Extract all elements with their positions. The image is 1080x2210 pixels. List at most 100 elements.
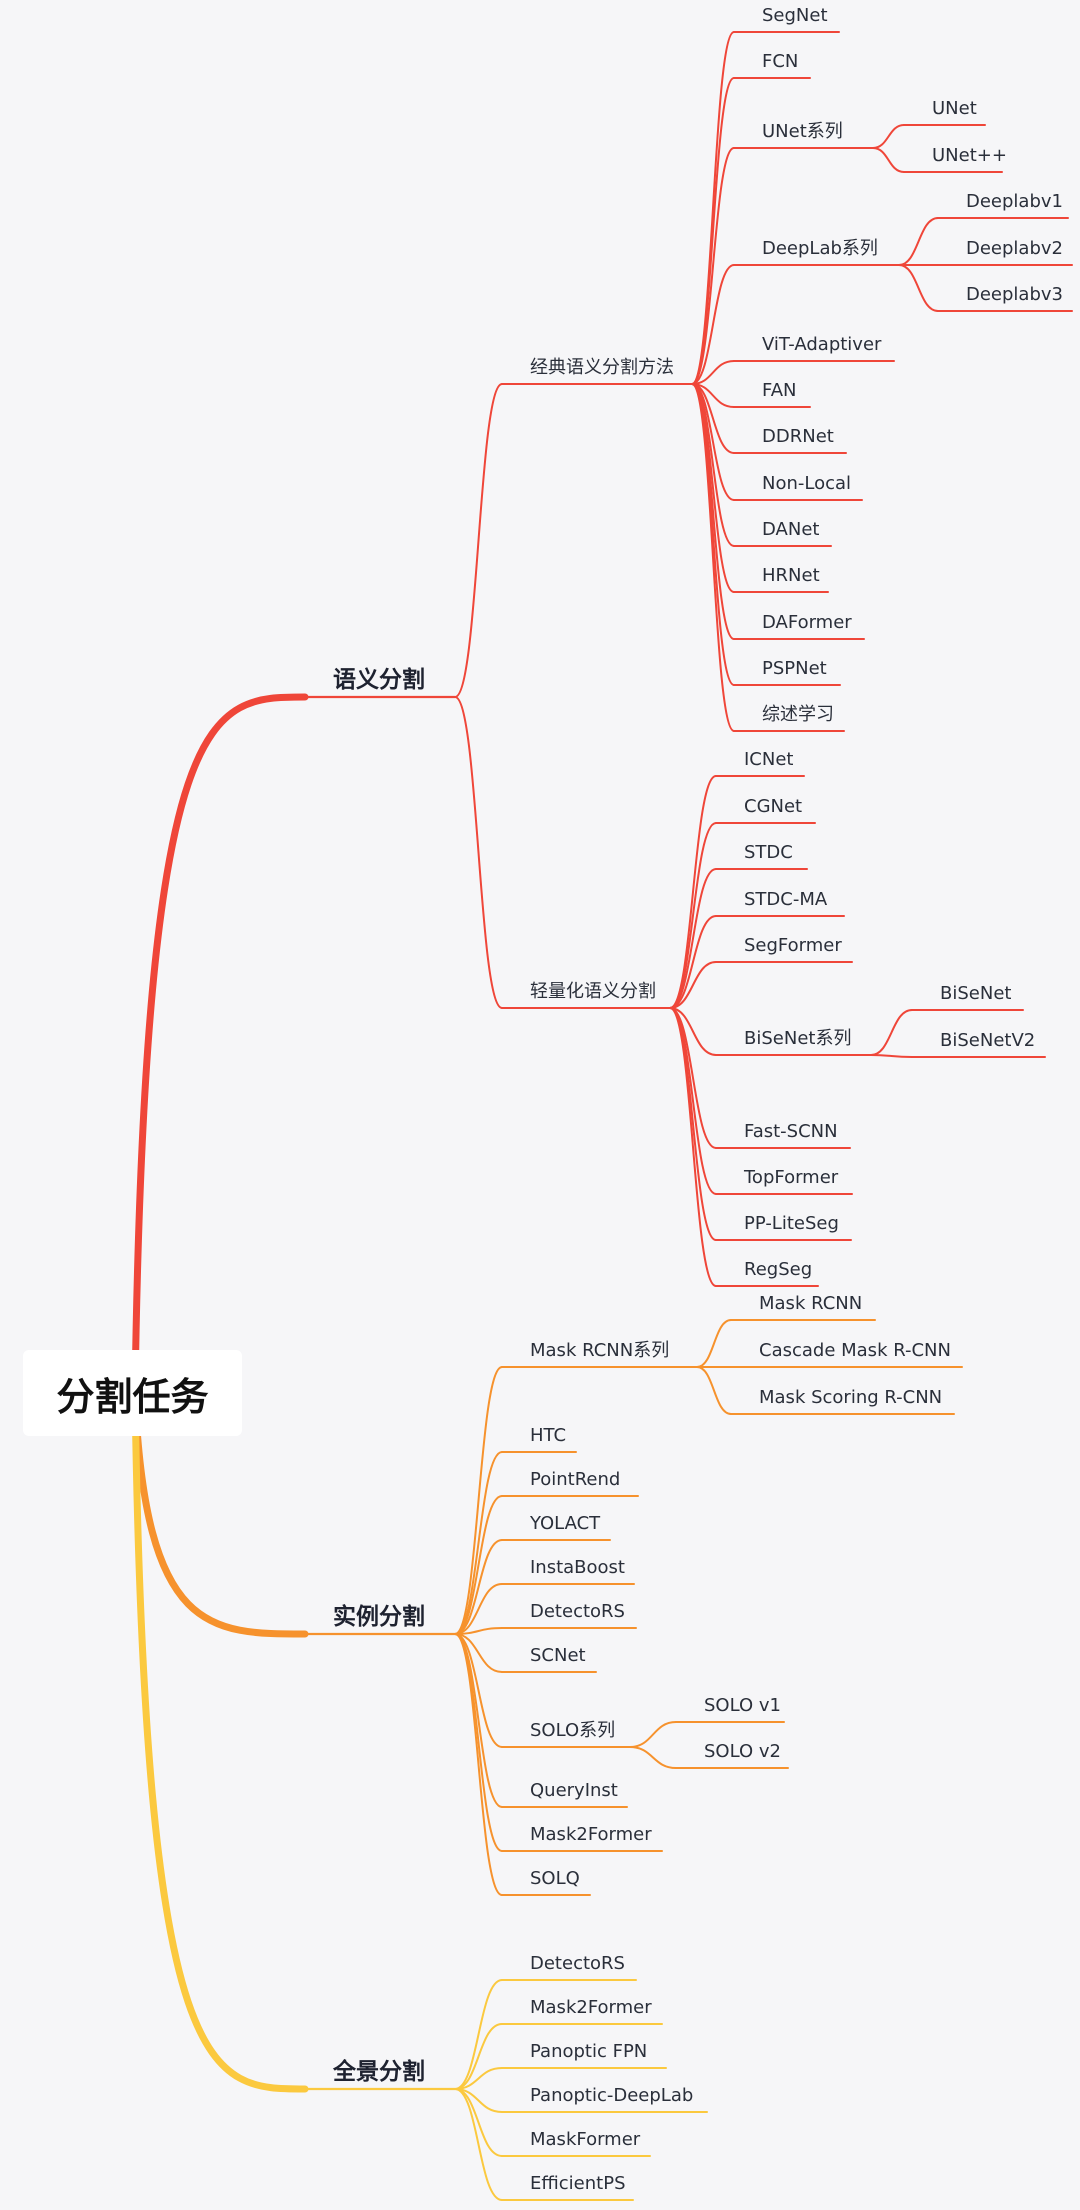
node-semantic-0-9[interactable]: HRNet xyxy=(762,565,820,586)
node-instance-8-connector xyxy=(454,1633,503,1808)
node-semantic-1[interactable]: 轻量化语义分割 xyxy=(530,981,656,1002)
branch-instance[interactable]: 实例分割 xyxy=(333,1604,425,1630)
node-panoptic-1-connector xyxy=(454,2023,503,2090)
node-instance-5[interactable]: DetectoRS xyxy=(530,1601,625,1622)
node-semantic-1-7-connector xyxy=(669,1007,717,1195)
node-semantic-1-3[interactable]: STDC-MA xyxy=(744,889,828,910)
node-instance-9[interactable]: Mask2Former xyxy=(530,1824,652,1845)
node-semantic-0-12-connector xyxy=(691,383,735,732)
node-semantic-0-4[interactable]: ViT-Adaptiver xyxy=(762,334,882,355)
node-semantic-0-2-1-connector xyxy=(872,147,905,173)
node-semantic-0-0-connector xyxy=(691,31,735,385)
node-instance-7[interactable]: SOLO系列 xyxy=(530,1720,616,1741)
node-semantic-1-5[interactable]: BiSeNet系列 xyxy=(744,1028,852,1049)
node-panoptic-3[interactable]: Panoptic-DeepLab xyxy=(530,2085,694,2106)
node-semantic-1-7[interactable]: TopFormer xyxy=(744,1167,839,1188)
node-instance-7-connector xyxy=(454,1633,503,1748)
node-instance-7-0[interactable]: SOLO v1 xyxy=(704,1695,781,1716)
node-instance-8[interactable]: QueryInst xyxy=(530,1780,618,1801)
node-instance-6-connector xyxy=(454,1633,503,1673)
node-instance-0-connector xyxy=(454,1366,503,1635)
node-semantic-1-5-1[interactable]: BiSeNetV2 xyxy=(940,1030,1036,1051)
node-instance-7-0-connector xyxy=(629,1721,677,1748)
node-instance-10-connector xyxy=(454,1633,503,1896)
branch-panoptic-connector xyxy=(131,1389,309,2093)
node-semantic-0-2-0-connector xyxy=(872,124,905,149)
node-semantic-1-5-1-connector xyxy=(870,1054,913,1058)
node-semantic-1-9[interactable]: RegSeg xyxy=(744,1259,813,1280)
node-semantic-1-2[interactable]: STDC xyxy=(744,842,793,863)
node-semantic-0-8[interactable]: DANet xyxy=(762,519,820,540)
node-panoptic-4[interactable]: MaskFormer xyxy=(530,2129,641,2150)
node-semantic-0-3-1[interactable]: Deeplabv2 xyxy=(966,238,1063,259)
node-instance-2-connector xyxy=(454,1495,503,1635)
node-semantic-1-2-connector xyxy=(669,868,717,1009)
node-semantic-1-8-connector xyxy=(669,1007,717,1241)
node-semantic-1-8[interactable]: PP-LiteSeg xyxy=(744,1213,839,1234)
node-panoptic-0-connector xyxy=(454,1979,503,2090)
node-semantic-0[interactable]: 经典语义分割方法 xyxy=(530,357,674,378)
node-semantic-0-3-2[interactable]: Deeplabv3 xyxy=(966,284,1063,305)
node-semantic-0-2-0[interactable]: UNet xyxy=(932,98,977,119)
node-semantic-0-11-connector xyxy=(691,383,735,686)
node-panoptic-0[interactable]: DetectoRS xyxy=(530,1953,625,1974)
node-instance-0-2[interactable]: Mask Scoring R-CNN xyxy=(759,1387,943,1408)
node-instance-3[interactable]: YOLACT xyxy=(530,1513,601,1534)
node-semantic-1-6[interactable]: Fast-SCNN xyxy=(744,1121,838,1142)
node-instance-0-0[interactable]: Mask RCNN xyxy=(759,1293,863,1314)
node-semantic-0-7[interactable]: Non-Local xyxy=(762,473,852,494)
node-semantic-0-connector xyxy=(454,383,503,698)
node-semantic-0-0[interactable]: SegNet xyxy=(762,5,828,26)
root-node-label: 分割任务 xyxy=(56,1374,209,1419)
node-instance-1[interactable]: HTC xyxy=(530,1425,567,1446)
node-instance-4-connector xyxy=(454,1583,503,1635)
node-semantic-0-2-connector xyxy=(691,147,735,385)
node-instance-4[interactable]: InstaBoost xyxy=(530,1557,625,1578)
node-instance-0[interactable]: Mask RCNN系列 xyxy=(530,1340,670,1361)
node-semantic-0-3-0-connector xyxy=(898,217,939,266)
node-instance-6[interactable]: SCNet xyxy=(530,1645,586,1666)
node-semantic-1-1[interactable]: CGNet xyxy=(744,796,803,817)
node-semantic-0-10[interactable]: DAFormer xyxy=(762,612,852,633)
node-semantic-1-3-connector xyxy=(669,915,717,1009)
branch-semantic-connector xyxy=(131,693,309,1397)
node-instance-0-2-connector xyxy=(696,1366,732,1415)
node-semantic-0-5[interactable]: FAN xyxy=(762,380,797,401)
node-instance-0-1[interactable]: Cascade Mask R-CNN xyxy=(759,1340,951,1361)
node-instance-2[interactable]: PointRend xyxy=(530,1469,621,1490)
node-instance-0-0-connector xyxy=(696,1319,732,1368)
node-semantic-1-4[interactable]: SegFormer xyxy=(744,935,842,956)
branch-instance-connector xyxy=(131,1389,309,1638)
node-semantic-0-11[interactable]: PSPNet xyxy=(762,658,827,679)
node-semantic-0-1-connector xyxy=(691,77,735,385)
node-semantic-0-3[interactable]: DeepLab系列 xyxy=(762,238,878,259)
node-semantic-1-0[interactable]: ICNet xyxy=(744,749,794,770)
node-semantic-0-2-1[interactable]: UNet++ xyxy=(932,145,1007,166)
node-panoptic-2-connector xyxy=(454,2067,503,2090)
branch-panoptic[interactable]: 全景分割 xyxy=(333,2059,425,2085)
node-semantic-1-5-connector xyxy=(669,1007,717,1056)
node-semantic-1-5-0[interactable]: BiSeNet xyxy=(940,983,1012,1004)
node-semantic-0-2[interactable]: UNet系列 xyxy=(762,121,843,142)
node-instance-7-1-connector xyxy=(629,1746,677,1769)
node-semantic-0-6[interactable]: DDRNet xyxy=(762,426,834,447)
node-semantic-0-3-0[interactable]: Deeplabv1 xyxy=(966,191,1063,212)
node-semantic-0-3-connector xyxy=(691,264,735,385)
node-instance-10[interactable]: SOLQ xyxy=(530,1868,580,1889)
node-semantic-0-4-connector xyxy=(691,360,735,385)
node-instance-7-1[interactable]: SOLO v2 xyxy=(704,1741,781,1762)
node-panoptic-5[interactable]: EfficientPS xyxy=(530,2173,626,2194)
node-panoptic-1[interactable]: Mask2Former xyxy=(530,1997,652,2018)
node-semantic-1-5-0-connector xyxy=(870,1009,913,1056)
node-panoptic-2[interactable]: Panoptic FPN xyxy=(530,2041,648,2062)
node-semantic-0-12[interactable]: 综述学习 xyxy=(762,704,834,725)
node-semantic-0-1[interactable]: FCN xyxy=(762,51,799,72)
node-semantic-0-10-connector xyxy=(691,383,735,640)
node-semantic-1-9-connector xyxy=(669,1007,717,1287)
root-node[interactable]: 分割任务 xyxy=(23,1350,242,1436)
node-semantic-1-4-connector xyxy=(669,961,717,1009)
branch-semantic[interactable]: 语义分割 xyxy=(333,667,425,693)
node-semantic-1-0-connector xyxy=(669,775,717,1009)
